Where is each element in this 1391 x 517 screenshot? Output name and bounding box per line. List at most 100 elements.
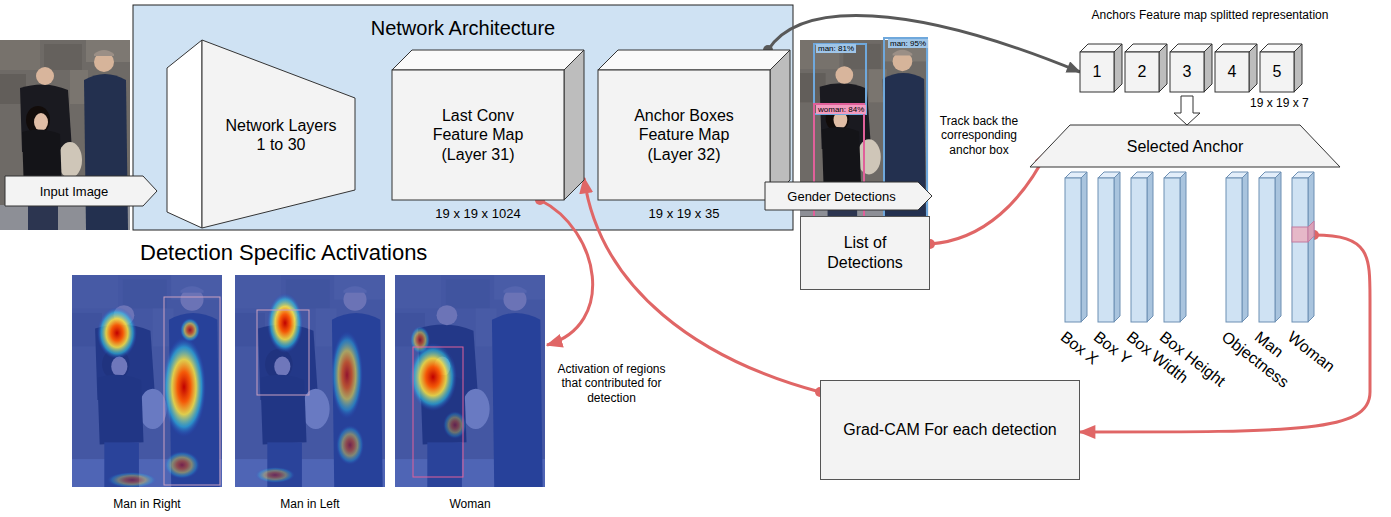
cube-outline [1260, 52, 1294, 92]
channel-slab: Box Height [1164, 172, 1186, 322]
text-area: Gender Detections [765, 182, 918, 210]
heatmap-image [107, 472, 157, 487]
heatmap-image [235, 275, 385, 487]
heatmap-image [72, 275, 222, 487]
process-box: List of Detections [800, 216, 930, 290]
slab-outline [1164, 172, 1186, 322]
cube-outline [1294, 44, 1302, 92]
panel-title: Network Architecture [133, 17, 793, 40]
annotation-label: woman: 84% [816, 105, 866, 114]
channel-slab: Man [1259, 172, 1281, 322]
cuboid-outline [598, 50, 790, 200]
annotation-label: Anchors Feature map splitted representat… [1085, 8, 1335, 22]
architecture-panel-ground [133, 5, 793, 230]
feature-map-block: Anchor Boxes Feature Map (Layer 32)19 x … [598, 50, 790, 200]
cube-outline [1080, 52, 1114, 92]
frustum-outline [167, 40, 202, 228]
heatmap-image [413, 347, 463, 477]
channel-slab: Woman [1292, 172, 1314, 322]
dimension-label: 19 x 19 x 35 [598, 206, 770, 221]
cuboid-outline [770, 50, 790, 200]
cube-outline [1114, 44, 1122, 92]
slab-outline [1114, 172, 1120, 322]
curved-connector [768, 16, 1080, 72]
heatmap-image [235, 275, 385, 487]
heatmap-image [72, 275, 222, 487]
network-layers-block: Network Layers 1 to 30 [167, 40, 357, 230]
channel-slab: Box Width [1131, 172, 1153, 322]
curved-connector [1080, 235, 1370, 432]
slab-outline [1259, 172, 1281, 322]
slab-outline [1098, 172, 1120, 322]
annotation-label: 19 x 19 x 7 [1250, 96, 1309, 110]
slab-outline [1065, 178, 1081, 322]
heatmap-image [409, 343, 457, 411]
heatmap-image [257, 310, 309, 395]
box-label: List of Detections [815, 233, 915, 273]
anchor-cube: 2 [1125, 44, 1167, 92]
cuboid-outline [598, 50, 790, 70]
cube-number: 1 [1093, 63, 1102, 81]
cuboid-outline [598, 70, 770, 200]
map-caption: Man in Right [52, 497, 242, 511]
cube-number: 2 [1138, 63, 1147, 81]
cuboid-outline [564, 50, 584, 200]
annotation-label: Detection Specific Activations [140, 240, 427, 266]
slab-outline [1259, 178, 1275, 322]
block-label: Last Conv Feature Map (Layer 31) [422, 106, 534, 164]
heatmap-image [235, 275, 385, 487]
process-box: Grad-CAM For each detection [820, 380, 1080, 480]
text-area: 2 [1125, 52, 1159, 92]
channel-slab: Objectness [1226, 172, 1248, 322]
heatmap-image [395, 275, 545, 487]
cube-number: 4 [1228, 63, 1237, 81]
text-area: 4 [1215, 52, 1249, 92]
cuboid-outline [392, 50, 584, 70]
annotation-label: Activation of regions that contributed f… [549, 362, 674, 405]
cube-number: 3 [1183, 63, 1192, 81]
slab-outline [1065, 172, 1087, 322]
text-area: Grad-CAM For each detection [821, 381, 1079, 479]
arrow-label-shape: Input Image [5, 176, 157, 206]
trapezoid-label: Selected Anchor [1127, 138, 1244, 156]
heatmap-image [395, 275, 545, 487]
dimension-label: 19 x 19 x 1024 [392, 206, 564, 221]
selected-cell [1308, 221, 1314, 242]
slab-outline [1081, 172, 1087, 322]
slab-outline [1242, 172, 1248, 322]
curved-connector [540, 200, 593, 345]
channel-label: Woman [1284, 328, 1338, 376]
heatmap-image [97, 307, 137, 359]
arrow-outline [5, 176, 157, 206]
annotation-label: Track back the corresponding anchor box [935, 114, 1023, 157]
selected-cell [1292, 227, 1308, 242]
slab-outline [1147, 172, 1153, 322]
heatmap-image [255, 467, 295, 483]
text-area: 3 [1170, 52, 1204, 92]
slab-outline [1292, 172, 1314, 322]
activation-map: Man in Right [72, 275, 222, 487]
feature-map-block: Last Conv Feature Map (Layer 31)19 x 19 … [392, 50, 584, 200]
cube-outline [1170, 52, 1204, 92]
map-caption: Man in Left [215, 497, 405, 511]
text-area: Selected Anchor [1070, 127, 1300, 167]
heatmap-image [331, 331, 363, 419]
arrow-label: Gender Detections [787, 189, 895, 204]
block-label: Anchor Boxes Feature Map (Layer 32) [628, 106, 740, 164]
activation-map: Woman [395, 275, 545, 487]
heatmap-image [164, 297, 220, 485]
frustum-outline [167, 40, 357, 230]
channel-slab: Box Y [1098, 172, 1120, 322]
channel-slab: Box X [1065, 172, 1087, 322]
frustum-outline [202, 40, 355, 228]
architecture-panel-ground [133, 5, 793, 230]
slab-outline [1131, 172, 1153, 322]
text-area: Network Layers 1 to 30 [207, 80, 355, 190]
annotation-label: man: 81% [816, 44, 856, 53]
heatmap-image [180, 318, 200, 342]
selected-anchor-trapezoid: Selected Anchor [1030, 125, 1340, 167]
annotation-label: man: 95% [888, 39, 928, 48]
heatmap-image [164, 451, 200, 479]
heatmap-image [395, 275, 545, 487]
